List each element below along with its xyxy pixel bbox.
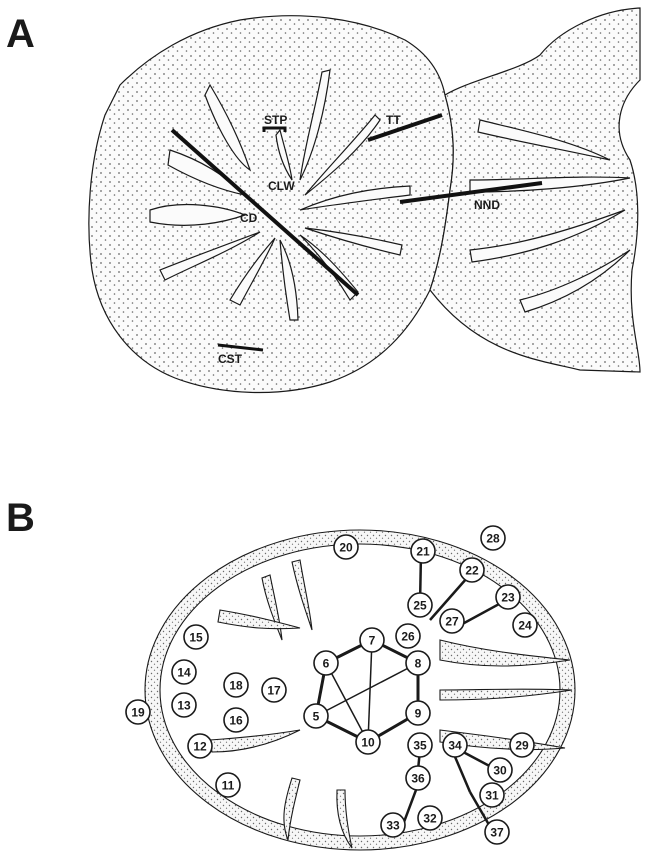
node-label: 13 [177,699,191,713]
node-label: 16 [229,714,243,728]
node-37: 37 [485,820,509,844]
node-21: 21 [411,539,435,563]
node-label: 23 [501,591,515,605]
node-8: 8 [406,651,430,675]
node-label: 9 [415,707,422,721]
node-15: 15 [184,625,208,649]
label-stp: STP [264,113,287,127]
node-12: 12 [188,734,212,758]
node-label: 37 [490,826,504,840]
label-cd: CD [240,211,258,225]
node-26: 26 [396,624,420,648]
node-36: 36 [406,766,430,790]
label-clw: CLW [268,179,295,193]
node-label: 31 [485,789,499,803]
node-33: 33 [381,813,405,837]
node-23: 23 [496,585,520,609]
node-label: 28 [486,532,500,546]
node-label: 29 [515,739,529,753]
node-label: 5 [313,710,320,724]
node-label: 6 [323,657,330,671]
node-27: 27 [440,609,464,633]
node-31: 31 [480,783,504,807]
node-label: 32 [423,812,437,826]
node-label: 7 [369,634,376,648]
node-label: 27 [445,615,459,629]
node-34: 34 [443,733,467,757]
node-14: 14 [172,660,196,684]
node-label: 14 [177,666,191,680]
panel-a-colony-drawing [89,8,640,393]
node-13: 13 [172,693,196,717]
node-label: 10 [361,736,375,750]
node-9: 9 [406,701,430,725]
node-17: 17 [262,678,286,702]
node-32: 32 [418,806,442,830]
node-label: 26 [401,630,415,644]
node-35: 35 [408,733,432,757]
panel-b-corallite-network [145,530,575,850]
node-18: 18 [224,673,248,697]
main-corallite-outline [89,16,453,393]
node-label: 11 [222,779,235,793]
node-label: 8 [415,657,422,671]
node-label: 24 [518,619,532,633]
node-label: 30 [493,764,507,778]
node-label: 22 [465,564,479,578]
label-tt: TT [386,113,401,127]
panel-a-letter: A [6,14,35,54]
node-25: 25 [408,593,432,617]
label-nnd: NND [474,198,500,212]
node-label: 21 [416,545,430,559]
label-cst: CST [218,352,243,366]
node-label: 17 [267,684,281,698]
node-22: 22 [460,558,484,582]
node-label: 18 [229,679,243,693]
panel-b-letter: B [6,498,35,538]
node-label: 20 [339,541,353,555]
node-5: 5 [304,704,328,728]
node-10: 10 [356,730,380,754]
node-label: 25 [413,599,427,613]
node-label: 34 [448,739,462,753]
node-19: 19 [126,700,150,724]
node-7: 7 [360,628,384,652]
node-29: 29 [510,733,534,757]
node-label: 19 [131,706,145,720]
node-label: 33 [386,819,400,833]
node-11: 11 [216,773,240,797]
node-label: 36 [411,772,425,786]
node-label: 12 [193,740,207,754]
node-label: 15 [189,631,203,645]
node-16: 16 [224,708,248,732]
node-30: 30 [488,758,512,782]
node-label: 35 [413,739,427,753]
node-6: 6 [314,651,338,675]
node-20: 20 [334,535,358,559]
node-24: 24 [513,613,537,637]
node-28: 28 [481,526,505,550]
